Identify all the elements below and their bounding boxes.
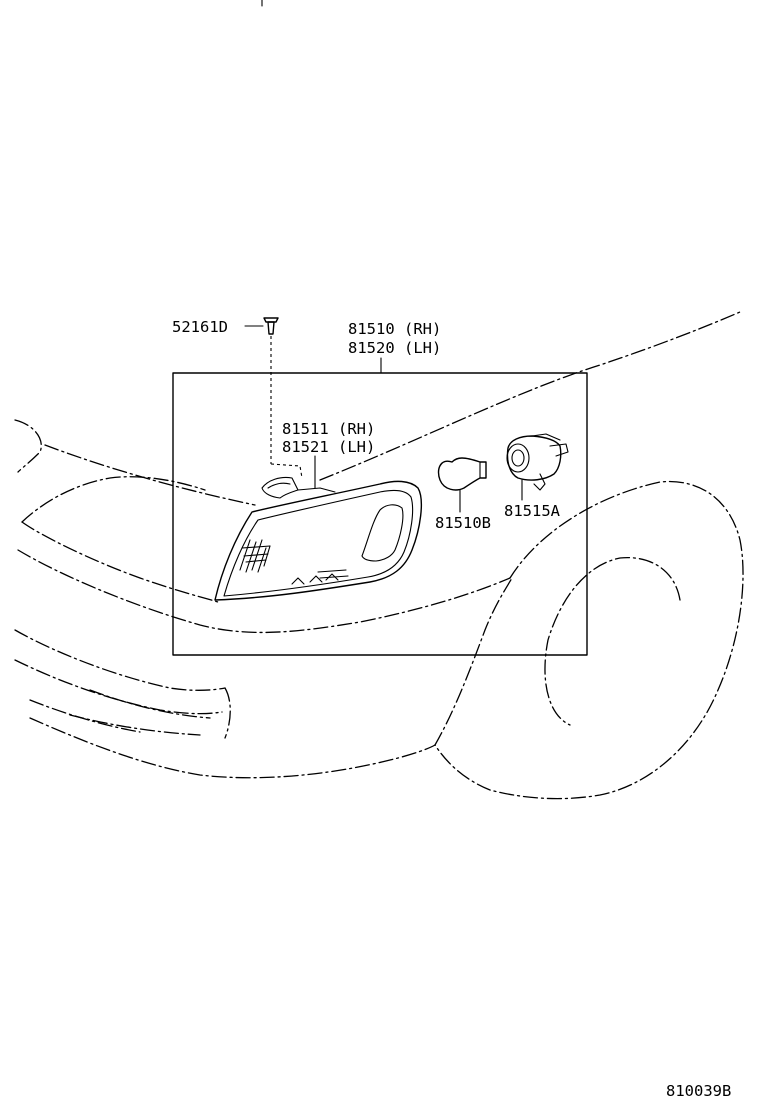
label-clip: 52161D: [172, 318, 228, 336]
label-lamp-assy-rh: 81510 (RH): [348, 320, 441, 338]
clip-part: [244, 317, 303, 479]
vehicle-body-outline: [14, 311, 744, 800]
label-lens-rh: 81511 (RH): [282, 420, 375, 438]
label-lens-lh: 81521 (LH): [282, 438, 375, 456]
label-socket: 81515A: [504, 502, 561, 520]
bulb-part: [437, 457, 487, 513]
assembly-frame: [172, 372, 588, 656]
socket-part: [506, 433, 569, 501]
label-bulb: 81510B: [435, 514, 491, 532]
turn-signal-lamp-lens: [214, 476, 423, 601]
label-lamp-assy-lh: 81520 (LH): [348, 339, 441, 357]
drawing-number: 810039B: [666, 1082, 731, 1100]
